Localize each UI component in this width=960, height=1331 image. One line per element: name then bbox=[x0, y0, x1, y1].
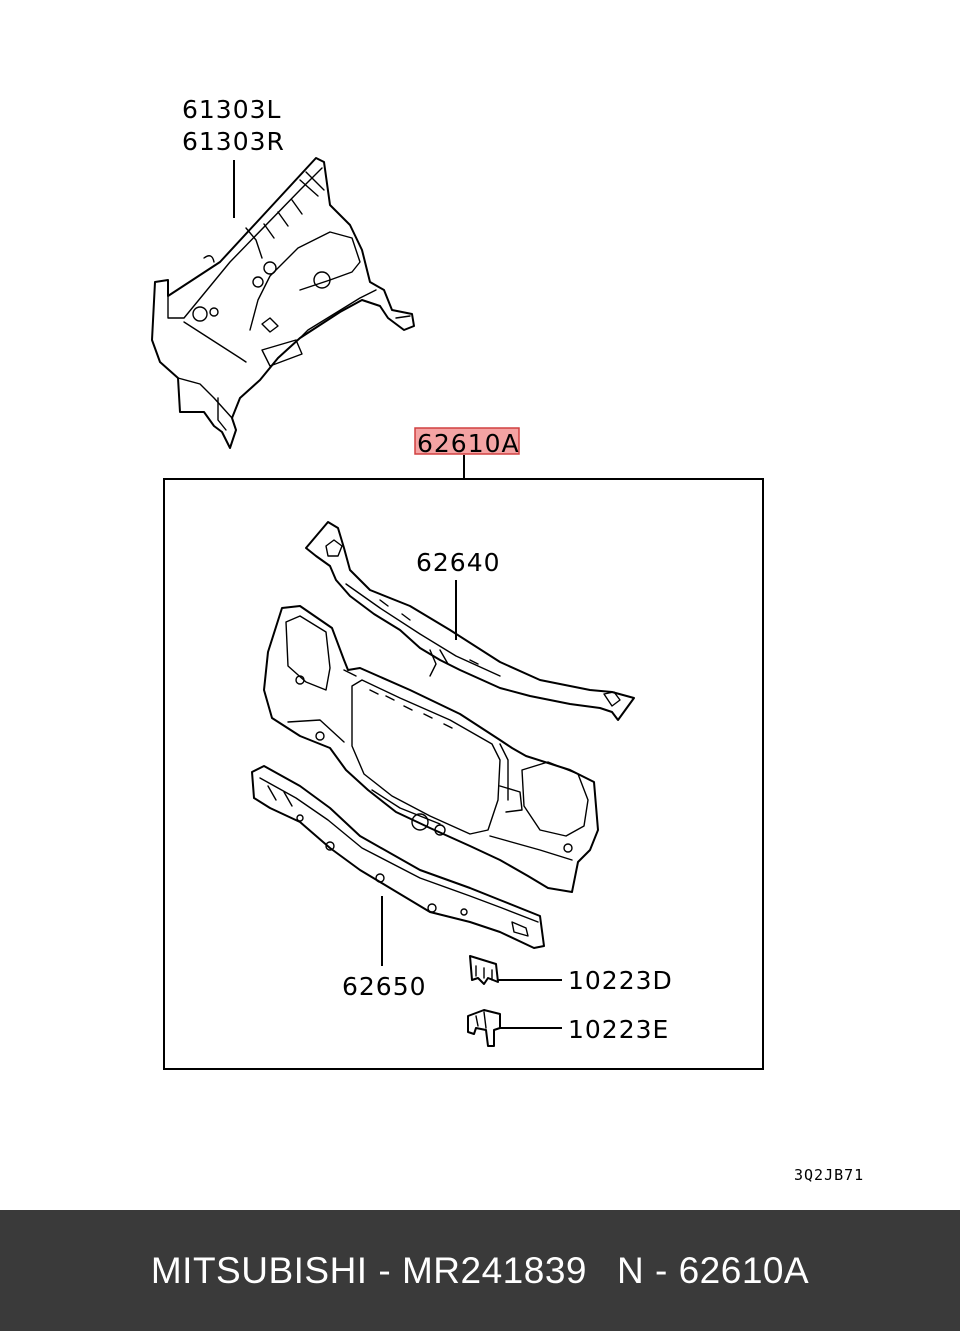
clip-10223E bbox=[467, 1009, 501, 1047]
label-61303L: 61303L bbox=[182, 95, 281, 124]
label-62640: 62640 bbox=[416, 548, 501, 577]
lower-crossmember-62650 bbox=[251, 765, 545, 949]
upper-support-62640 bbox=[305, 521, 635, 721]
label-62650: 62650 bbox=[342, 972, 427, 1001]
footer-brand-part: MITSUBISHI - MR241839 bbox=[150, 1249, 587, 1291]
label-62610A: 62610A bbox=[417, 429, 520, 458]
label-10223E: 10223E bbox=[568, 1015, 669, 1044]
radiator-support-panel bbox=[263, 605, 599, 893]
footer-bar: MITSUBISHI - MR241839 N - 62610A bbox=[0, 1210, 960, 1331]
label-10223D: 10223D bbox=[568, 966, 673, 995]
highlight-62610A bbox=[414, 427, 520, 455]
footer-reference: N - 62610A bbox=[616, 1249, 810, 1291]
parts-diagram: 61303L 61303R 62610A 62640 bbox=[151, 95, 864, 1184]
label-61303R: 61303R bbox=[182, 127, 285, 156]
diagram-code: 3Q2JB71 bbox=[794, 1166, 864, 1184]
apron-panel-61303 bbox=[151, 157, 415, 449]
clip-10223D bbox=[469, 955, 499, 985]
assembly-frame bbox=[163, 478, 764, 1070]
